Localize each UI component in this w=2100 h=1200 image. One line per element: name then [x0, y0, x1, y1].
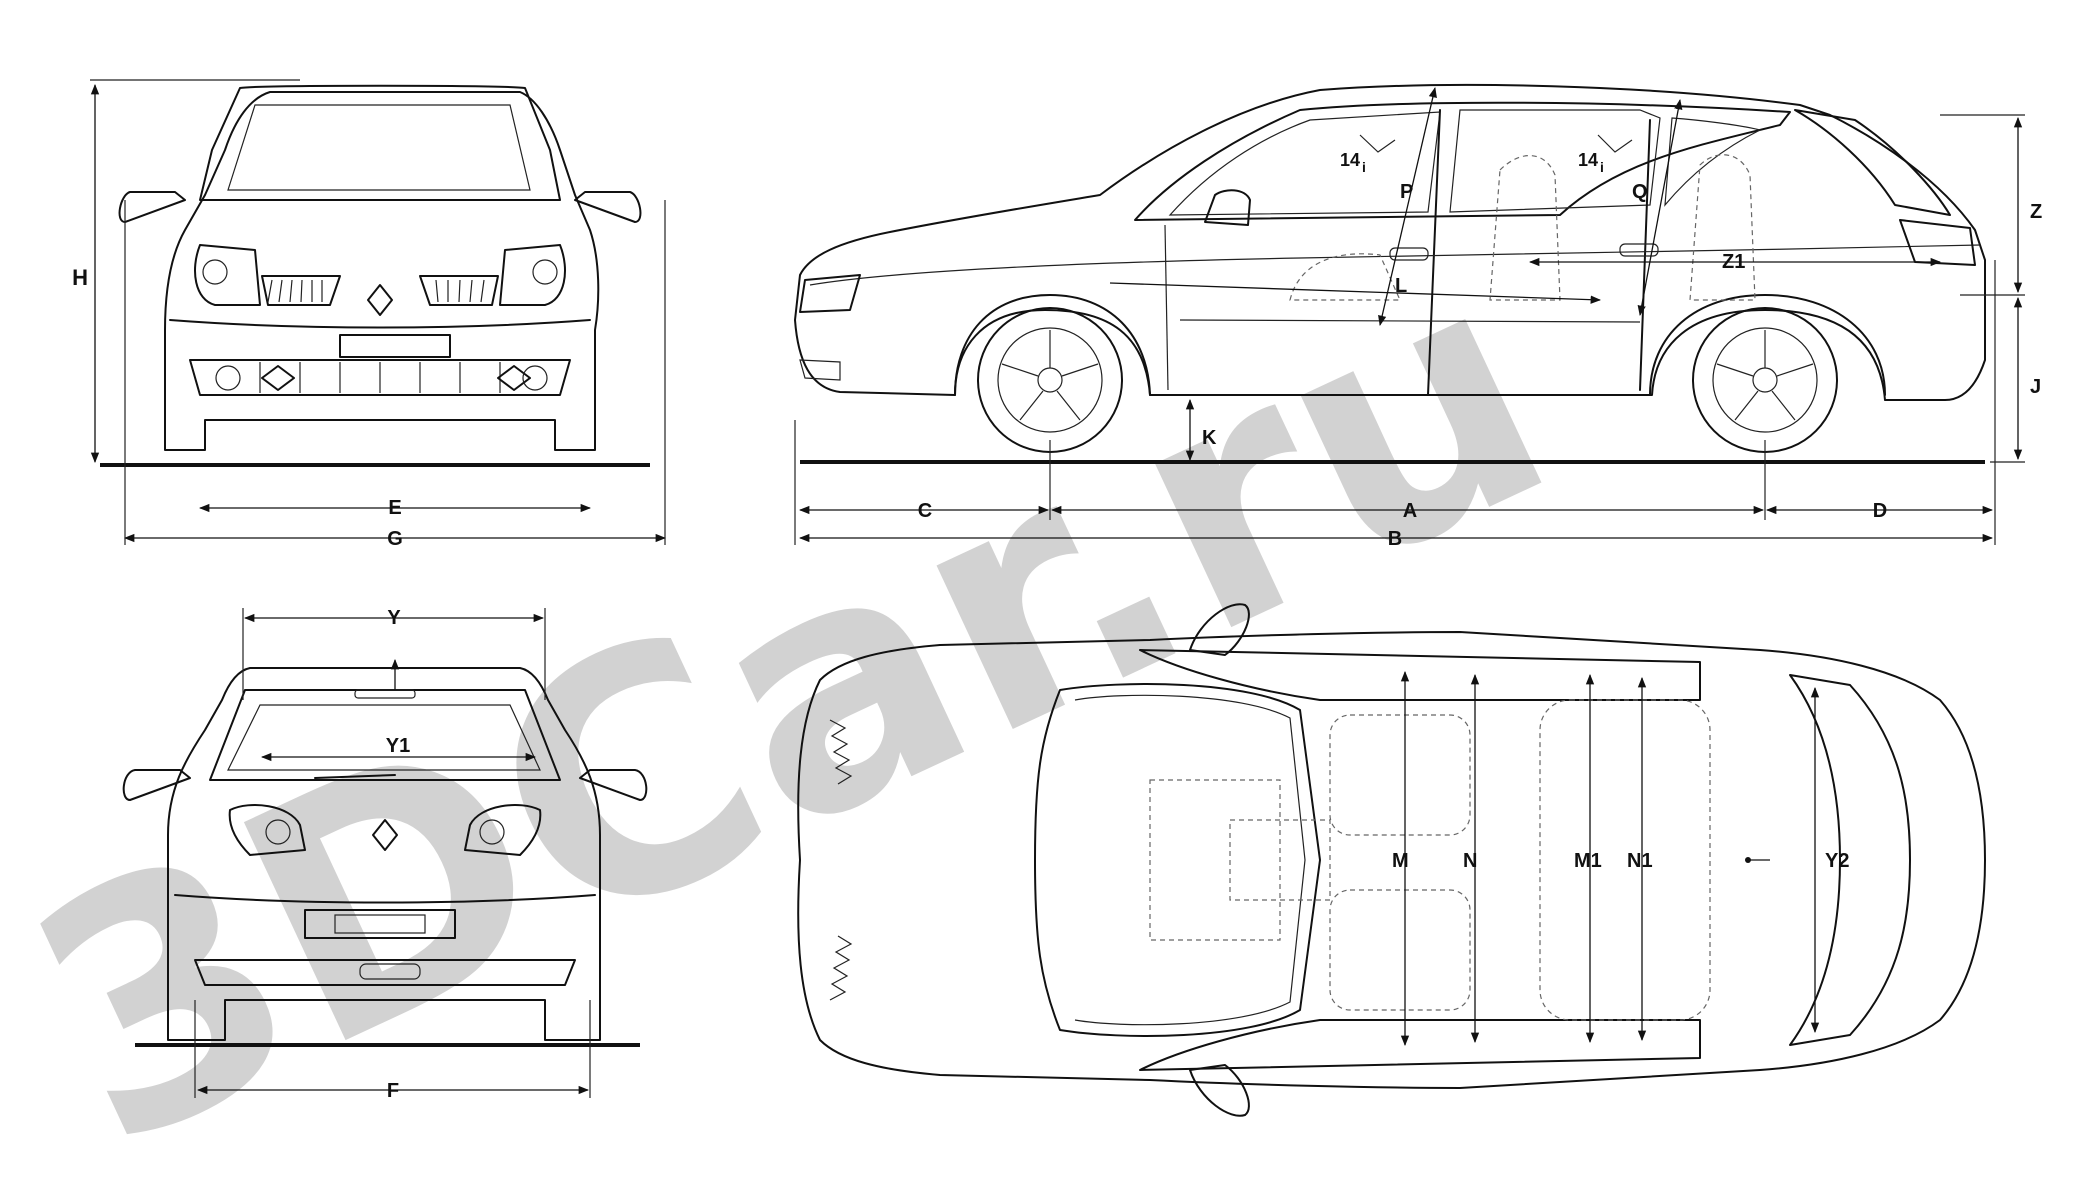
dim-G-label: G — [387, 528, 403, 550]
angle-rear-value: 14 — [1578, 150, 1598, 170]
dim-Z-label: Z — [2030, 201, 2042, 223]
dim-M-label: M — [1392, 850, 1409, 872]
dim-M1-label: M1 — [1574, 850, 1602, 872]
dim-F-label: F — [387, 1080, 399, 1102]
dim-N-label: N — [1463, 850, 1477, 872]
front-view — [100, 84, 650, 467]
angle-front-value: 14 — [1340, 150, 1360, 170]
side-dimensions: C A D B K Z J Z1 P Q L 14 i 14 i — [794, 86, 2042, 550]
dim-Y1-label: Y1 — [386, 735, 410, 757]
dim-E-label: E — [388, 497, 401, 519]
front-dimensions: H E G — [72, 79, 667, 550]
dim-L-label: L — [1395, 275, 1407, 297]
dim-Q-label: Q — [1632, 181, 1648, 203]
dim-Z1-label: Z1 — [1722, 251, 1745, 273]
top-view — [797, 603, 1986, 1117]
angle-front-unit: i — [1362, 159, 1366, 175]
top-dimensions: M N M1 N1 Y2 — [1392, 670, 1849, 1047]
dim-A-label: A — [1403, 500, 1417, 522]
dim-C-label: C — [918, 500, 932, 522]
dim-K-label: K — [1202, 427, 1217, 449]
watermark-text: 3DCar.ru — [0, 193, 1600, 1200]
dim-N1-label: N1 — [1627, 850, 1653, 872]
dim-Y2-label: Y2 — [1825, 850, 1849, 872]
rear-dimensions: Y Y1 F — [194, 607, 591, 1102]
dim-H-label: H — [72, 265, 88, 290]
dim-P-label: P — [1400, 181, 1413, 203]
dim-B-label: B — [1388, 528, 1402, 550]
watermark: 3DCar.ru — [0, 193, 1600, 1200]
dim-Y-label: Y — [387, 607, 401, 629]
angle-rear-unit: i — [1600, 159, 1604, 175]
dim-J-label: J — [2030, 376, 2041, 398]
dim-D-label: D — [1873, 500, 1887, 522]
rear-view — [122, 667, 648, 1047]
